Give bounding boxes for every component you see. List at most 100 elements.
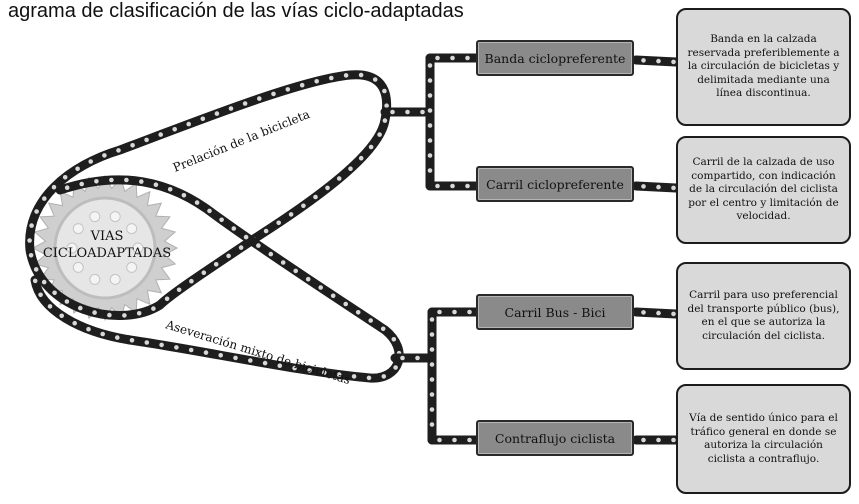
chain-link-pin [27,238,32,243]
chain-link-pin [107,312,112,318]
chain-link-pin [144,137,149,143]
chain-link-pin [238,245,244,250]
chain-link-pin [32,278,38,284]
chain-link-pin [318,285,324,290]
chain-link-pin [159,342,164,348]
chain-link-pin [671,185,676,191]
gear-hole [89,273,101,285]
gear-hole [72,223,84,235]
chain-link-pin [641,437,646,443]
chain-link-pin [88,159,93,164]
chain-link-pin [172,127,177,132]
chain-link-pin [325,185,330,191]
chain-link-pin [427,123,433,128]
chain-link-pin [381,374,387,379]
chain-link-pin [228,106,234,111]
chain-link-pin [214,111,220,116]
chain-link-pin [314,79,320,84]
chain-link-pin [452,309,457,315]
chain-link-pin [343,301,349,307]
type-label-banda: Banda ciclopreferente [476,40,634,76]
chain-link-pin [467,437,472,443]
group-label-priority: Prelación de la bicicleta [171,107,312,175]
chain-link-pin [429,317,435,322]
chain-link-pin [671,437,676,443]
bicycle-chain-connectors [25,53,681,445]
chain-link-pin [189,278,194,284]
chain-link-pin [641,58,646,63]
chain-link-pin [351,374,357,379]
chain-link-pin [139,179,144,184]
chain-link-pin [671,59,676,65]
chain-link-pin [276,220,282,226]
chain-link-pin [129,338,135,343]
chain-link-pin [52,290,57,296]
chain-link-pin [641,310,646,315]
chain-link-pin [72,320,77,326]
chain-link-pin [366,375,372,381]
chain-link-pin [393,365,398,370]
chain-link-pin [34,209,39,214]
gear-ring [53,196,157,300]
chain-link-pin [377,132,382,137]
chain-link-pin [28,253,34,258]
chain-link-pin [336,372,342,377]
chain-link-pin [203,350,209,355]
gear-hole [126,223,138,235]
gear-hole [66,242,78,254]
type-label-carril-ciclo: Carril ciclopreferente [476,166,634,202]
chain-link-pin [79,181,84,187]
chain-link-pin [656,437,661,443]
chain-link-pin [391,337,397,342]
chain-link-pin [429,407,435,412]
chain-link-pin [59,313,64,319]
center-title-line1: VIAS [90,229,124,244]
chain-link-pin [429,362,435,367]
chain-link-pin [181,193,187,198]
chain-link-pin [427,138,433,143]
chain-link-pin [329,75,334,81]
chain-link-pin [226,253,231,259]
chain-link-pin [151,306,156,311]
chain-link-pin [174,345,179,350]
chain-link-pin [285,87,291,92]
chain-link-pin [207,208,212,214]
type-label-bus-bici: Carril Bus - Bici [476,294,634,330]
chain-link-pin [78,305,83,311]
chain-link-pin [153,182,159,187]
chain-link-pin [86,326,91,332]
chain-link-pin [29,223,34,228]
chain-link-pin [271,91,276,97]
chain-link-pin [64,185,70,190]
chain-link-pin [307,368,312,373]
chain-link-pin [382,88,387,94]
gear-hole [109,211,121,223]
chain-link-pin [656,310,661,316]
chain-link-pin [330,293,336,299]
chain-link-pin [641,184,646,189]
chain-link-pin [452,437,457,443]
chain-link-pin [656,184,661,190]
chain-link-pin [201,270,207,276]
type-desc-bus-bici: Carril para uso preferencial del transpo… [676,262,851,370]
chain-link-pin [400,355,405,361]
chain-link-pin [299,82,305,88]
chain-link-pin [257,96,262,101]
chain-link-pin [200,116,206,122]
chain-link-pin [429,347,435,352]
chain-link-pin [136,311,142,316]
chain-link-pin [109,177,114,183]
chain-link-pin [343,73,349,78]
gear-hole [72,261,84,273]
chain-link-pin [429,332,435,337]
chain-link-pin [186,121,191,127]
chain-link-pin [33,267,39,272]
chain-link-pin [372,77,378,82]
type-desc-contraflujo: Vía de sentido único para el tráfico gen… [676,384,851,494]
type-label-contraflujo: Contraflujo ciclista [476,420,634,456]
gear-hole [89,211,101,223]
chain-link-pin [368,144,374,150]
chain-link-pin [405,109,410,115]
chain-link-pin [368,318,374,323]
